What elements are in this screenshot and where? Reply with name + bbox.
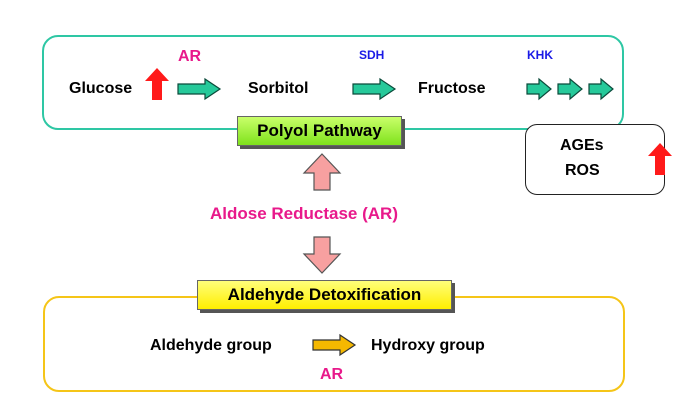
- khk-enzyme: KHK: [527, 48, 553, 62]
- fructose-label: Fructose: [418, 80, 486, 97]
- glucose-label: Glucose: [69, 80, 133, 97]
- polyol-pathway-panel: [42, 35, 624, 130]
- sdh-enzyme: SDH: [359, 48, 385, 62]
- sorbitol-to-fructose-arrow-icon: [352, 77, 397, 101]
- khk-arrow-1-icon: [526, 77, 552, 101]
- ar-enzyme-top: AR: [178, 48, 202, 65]
- glucose-increase-up-arrow-icon: [145, 68, 169, 100]
- up-to-polyol-arrow-icon: [302, 153, 342, 191]
- aldehyde-to-hydroxy-arrow-icon: [312, 333, 357, 357]
- down-to-detox-arrow-icon: [302, 236, 342, 274]
- ros-label: ROS: [565, 162, 600, 179]
- aldehyde-group-label: Aldehyde group: [150, 337, 272, 354]
- sorbitol-label: Sorbitol: [248, 80, 309, 97]
- ar-enzyme-bottom: AR: [320, 366, 344, 383]
- aldose-reductase-label: Aldose Reductase (AR): [210, 204, 398, 223]
- khk-arrow-2-icon: [557, 77, 583, 101]
- hydroxy-group-label: Hydroxy group: [371, 337, 485, 354]
- ages-label: AGEs: [560, 137, 604, 154]
- glucose-to-sorbitol-arrow-icon: [177, 77, 222, 101]
- ages-increase-up-arrow-icon: [648, 143, 672, 175]
- khk-arrow-3-icon: [588, 77, 614, 101]
- aldehyde-detox-title: Aldehyde Detoxification: [197, 280, 452, 310]
- ages-ros-box: [525, 124, 665, 195]
- polyol-pathway-title: Polyol Pathway: [237, 116, 402, 146]
